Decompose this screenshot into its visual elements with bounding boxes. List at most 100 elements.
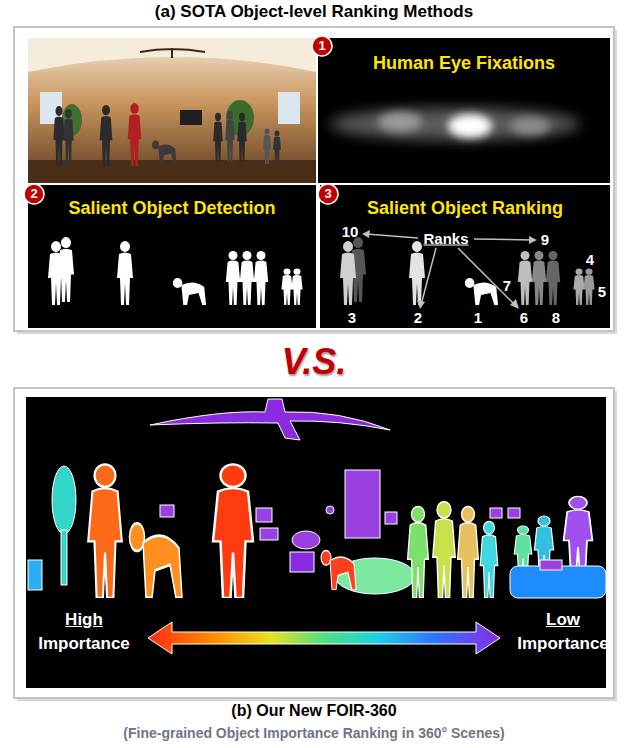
panel-subtitle: (Fine-grained Object Importance Ranking … — [4, 724, 624, 742]
room-photo-part — [180, 110, 202, 125]
importance-mask-part-part — [160, 505, 174, 517]
importance-mask-part-part — [490, 508, 502, 518]
room-photo-part — [152, 141, 177, 164]
room-photo-part — [28, 160, 316, 183]
importance-mask-part-part — [61, 530, 67, 585]
callout-number: 3 — [324, 187, 331, 201]
ranks-label: Ranks — [423, 230, 468, 247]
room-photo-part — [213, 113, 223, 162]
panel-frame-part — [14, 27, 614, 331]
ranking-mask-part — [362, 230, 537, 309]
rank-number: 8 — [552, 310, 560, 326]
importance-mask-part-part — [213, 464, 253, 598]
panel-heading: (a) SOTA Object-level Ranking Methods — [4, 2, 624, 22]
detection-mask-part — [117, 241, 133, 305]
panel-title: Salient Object Detection — [28, 197, 316, 219]
detection-mask-part — [58, 237, 74, 302]
importance-mask-part-part — [28, 560, 42, 590]
ranking-mask-part — [583, 269, 594, 305]
rank-number: 7 — [503, 278, 511, 294]
ranking-mask-part — [546, 251, 560, 305]
room-photo-part — [140, 48, 205, 58]
rank-number: 2 — [414, 310, 422, 326]
badge-circles-part — [318, 184, 338, 204]
ranking-mask-part-part — [417, 300, 425, 309]
room-photo — [28, 38, 316, 183]
ranking-mask-part-part — [529, 236, 537, 244]
importance-mask-part-part — [408, 507, 429, 598]
panel-title: Human Eye Fixations — [318, 52, 610, 74]
importance-mask-part-part — [88, 464, 122, 598]
detection-mask-part — [173, 278, 206, 305]
panel-frame-part — [14, 388, 614, 698]
importance-mask-part-part — [52, 466, 76, 534]
detection-mask-part — [28, 185, 316, 328]
badge-circles-part — [24, 184, 44, 204]
importance-mask-part-part — [458, 507, 479, 598]
scale-label: High — [65, 610, 103, 630]
ranking-mask-part — [532, 251, 546, 305]
room-photo-part — [263, 129, 271, 164]
rank-number: 10 — [342, 224, 359, 240]
room-photo-part — [28, 38, 316, 72]
ranking-mask-part — [518, 251, 532, 305]
fixation-map-part — [330, 108, 580, 140]
badge-circles-part — [312, 36, 332, 56]
detection-panel: Salient Object Detection — [28, 185, 316, 328]
fixation-map-part-part — [510, 117, 550, 135]
detection-mask-part — [281, 269, 292, 305]
fixation-map-part-part — [448, 114, 492, 138]
ranking-mask-part-part — [366, 234, 418, 238]
importance-mask-part-part — [480, 521, 498, 598]
room-photo-part — [28, 38, 316, 183]
versus-label: V.S. — [282, 342, 347, 382]
panel-frame — [14, 27, 617, 701]
importance-mask-part-part — [130, 523, 183, 598]
rank-number: 1 — [474, 310, 482, 326]
room-photo-part — [63, 109, 73, 164]
fixation-map-part-part — [378, 112, 422, 132]
scale-label: Low — [546, 610, 580, 630]
rank-number: 9 — [541, 232, 549, 248]
detection-mask — [28, 185, 316, 328]
ranking-mask-part — [340, 241, 356, 305]
ranking-mask-part — [409, 241, 425, 305]
methods-panel: (a) SOTA Object-level Ranking MethodsHum… — [14, 27, 614, 331]
ranking-mask-part-part — [421, 248, 436, 305]
detection-mask-part — [291, 269, 302, 305]
detection-mask-part — [226, 251, 240, 305]
room-photo-part — [278, 92, 300, 124]
rank-number: 5 — [598, 284, 606, 300]
panel-frame-part — [17, 391, 617, 701]
importance-mask-part-part — [326, 506, 334, 514]
importance-mask-part-part — [290, 552, 314, 572]
badge-circles — [24, 36, 338, 204]
ranking-mask-part — [465, 278, 498, 305]
scale-label: Importance — [517, 634, 609, 654]
fixation-panel: Human Eye Fixations — [318, 38, 610, 183]
importance-mask-part-part — [540, 560, 562, 570]
importance-mask-part-part — [508, 508, 520, 518]
room-photo-part — [273, 131, 281, 164]
panel-title: Salient Object Ranking — [320, 197, 610, 219]
importance-mask-part-part — [510, 566, 606, 598]
ranking-mask-part — [320, 185, 610, 328]
room-photo-part — [128, 103, 142, 166]
rank-number: 4 — [586, 252, 594, 268]
ranking-mask-part-part — [362, 230, 370, 238]
ranking-mask-part-part — [474, 239, 533, 240]
rank-number: 3 — [348, 310, 356, 326]
importance-mask-part-part — [150, 399, 390, 440]
importance-mask-part-part — [292, 531, 320, 549]
fixation-map-part-part — [330, 108, 580, 140]
scale-label: Importance — [38, 634, 130, 654]
ranking-panel: Salient Object Ranking — [320, 185, 610, 328]
importance-mask-part-part — [345, 470, 380, 538]
ranking-mask-part-part — [458, 248, 516, 306]
importance-mask-part — [148, 622, 500, 654]
callout-number: 1 — [318, 39, 325, 53]
room-photo-part — [237, 113, 247, 162]
rank-number: 6 — [520, 310, 528, 326]
panel-heading: (b) Our New FOIR-360 — [4, 701, 624, 720]
